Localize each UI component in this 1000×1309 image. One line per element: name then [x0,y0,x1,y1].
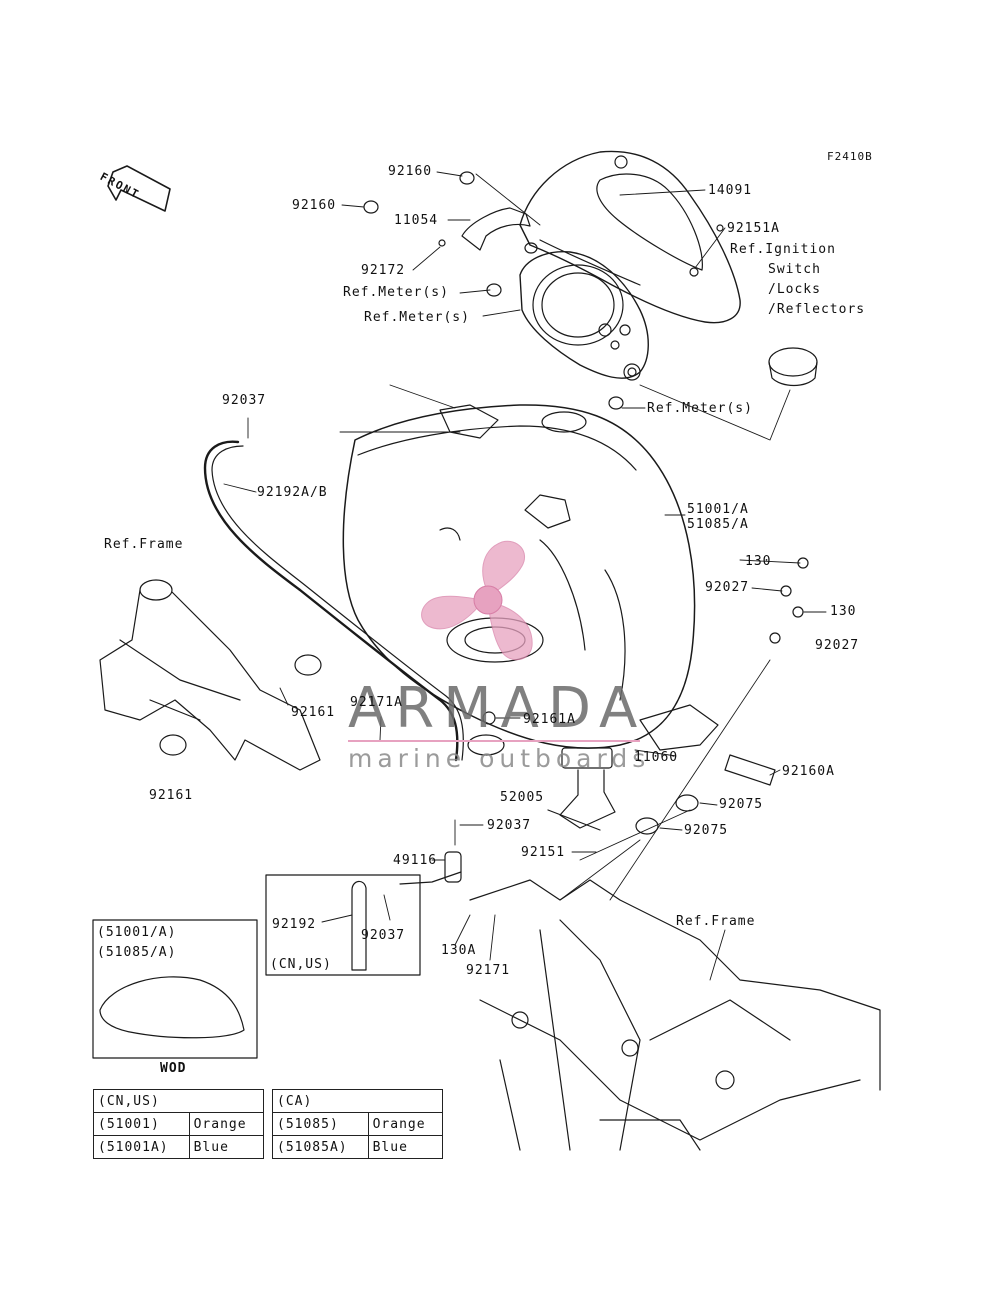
table-cell-color: Orange [367,1112,444,1136]
part-label[interactable]: 92151A [727,221,780,236]
reference-label: Switch [768,262,821,277]
wod-inset-line1: (51001/A) [97,925,177,940]
part-label[interactable]: 92075 [719,797,764,812]
part-label[interactable]: 92037 [222,393,267,408]
watermark-subtitle: marine outboards [348,744,651,773]
table-cell-color: Orange [188,1112,265,1136]
reference-label: Ref.Frame [676,914,756,929]
table-row: (51001A) Blue [93,1135,265,1159]
fuel-tank-drawing [342,404,719,751]
part-label[interactable]: 92161A [523,712,576,727]
table-cell-part: (51001A) [93,1135,190,1159]
table-cell-part: (51085) [272,1112,369,1136]
mount-rubbers-drawing [467,557,809,835]
watermark-divider [348,740,640,742]
reference-label: /Reflectors [768,302,866,317]
color-table-cn-us: (CN,US) (51001) Orange (51001A) Blue [93,1089,265,1159]
part-label[interactable]: 92160 [388,164,433,179]
wod-tank-outline-drawing [99,976,245,1039]
canister-inset-region: (CN,US) [270,957,332,972]
wod-caption: WOD [160,1061,187,1076]
speedometer-drawing [519,251,649,381]
ignition-cap-drawing [768,347,818,387]
part-label[interactable]: 11060 [634,750,679,765]
part-label[interactable]: 92171A [350,695,403,710]
leader-lines [223,171,827,981]
fuel-pump-drawing [547,747,616,831]
breather-hose-drawing [203,440,459,762]
left-frame-drawing [99,579,322,771]
reference-label: Ref.Frame [104,537,184,552]
breather-hose-inner-line [211,445,464,761]
part-label[interactable]: 92151 [521,845,566,860]
part-label[interactable]: 92192A/B [257,485,328,500]
part-label[interactable]: 130 [745,554,772,569]
part-label[interactable]: 11054 [394,213,439,228]
table-row: (51085A) Blue [272,1135,444,1159]
figure-code: F2410B [827,150,873,163]
reference-label: /Locks [768,282,821,297]
grommets-drawing [363,171,724,410]
rollover-valve-drawing [399,851,462,885]
wod-inset-line2: (51085/A) [97,945,177,960]
part-label[interactable]: 92171 [466,963,511,978]
table-cell-color: Blue [367,1135,444,1159]
meter-cover-drawing [519,150,741,324]
wod-inset-box [92,919,258,1059]
part-label[interactable]: 92160 [292,198,337,213]
reference-label: Ref.Meter(s) [364,310,470,325]
table-region: (CN,US) [93,1089,264,1113]
canister-inset-box [265,874,421,976]
color-table-ca: (CA) (51085) Orange (51085A) Blue [272,1089,444,1159]
part-label[interactable]: 92172 [361,263,406,278]
part-label[interactable]: 130 [830,604,857,619]
part-label[interactable]: 92161 [149,788,194,803]
part-label[interactable]: 92027 [705,580,750,595]
front-arrow-icon [107,165,171,212]
part-label[interactable]: 92037 [487,818,532,833]
part-label[interactable]: 92075 [684,823,729,838]
table-cell-part: (51001) [93,1112,190,1136]
table-row: (51085) Orange [272,1112,444,1136]
table-row: (51001) Orange [93,1112,265,1136]
part-label[interactable]: 92037 [361,928,406,943]
part-label[interactable]: 92160A [782,764,835,779]
reference-label: Ref.Meter(s) [647,401,753,416]
part-label[interactable]: 51001/A [687,502,749,517]
part-label[interactable]: 14091 [708,183,753,198]
table-region: (CA) [272,1089,443,1113]
table-cell-color: Blue [188,1135,265,1159]
bracket-drawing [461,207,531,251]
right-frame-drawing [469,879,881,1151]
table-cell-part: (51085A) [272,1135,369,1159]
watermark-title: ARMADA [348,676,647,741]
canister-hose-drawing [351,880,367,971]
part-label[interactable]: 92161 [291,705,336,720]
reference-label: Ref.Meter(s) [343,285,449,300]
part-label[interactable]: 92027 [815,638,860,653]
part-label[interactable]: 49116 [393,853,438,868]
part-label[interactable]: 92192 [272,917,317,932]
armada-propeller-logo-icon [421,540,533,661]
part-label[interactable]: 51085/A [687,517,749,532]
part-label[interactable]: 130A [441,943,477,958]
part-label[interactable]: 52005 [500,790,545,805]
reference-label: Ref.Ignition [730,242,836,257]
